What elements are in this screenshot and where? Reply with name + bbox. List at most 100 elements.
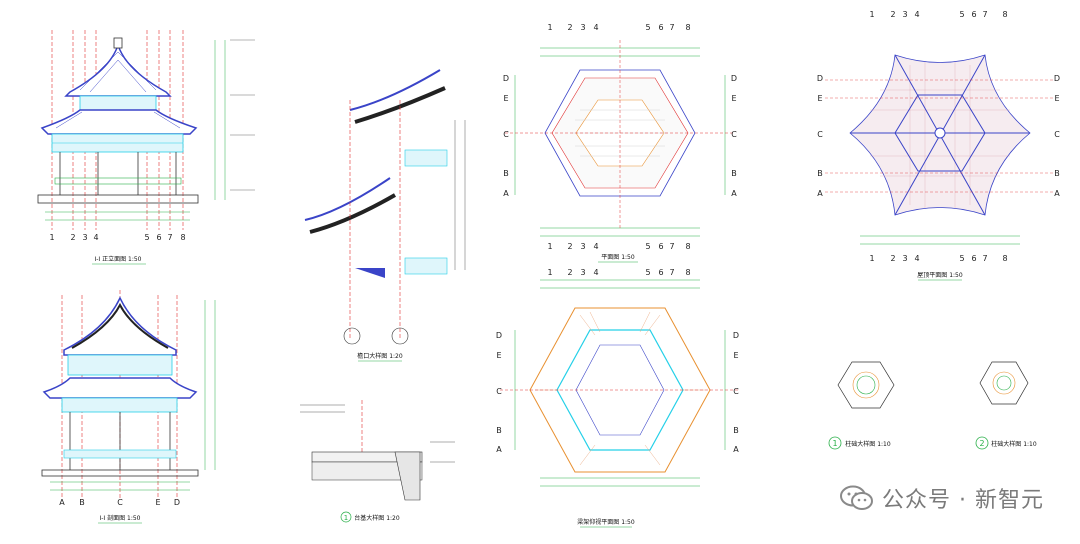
grid-label: 2	[890, 10, 895, 19]
grid-label: 8	[180, 233, 185, 242]
grid-label: D	[496, 331, 502, 340]
section-drawing: A B C E D Ⅰ-Ⅰ 剖面图 1:50	[41, 290, 216, 524]
front-elevation-drawing: 1 2 3 4 5 6 7 8 Ⅰ-Ⅰ 正立面图 1:50	[37, 30, 255, 265]
detail-number-circle	[340, 511, 352, 523]
base-detail-drawing: 1 台基大样图 1:20	[300, 400, 455, 523]
detail-number-circle	[828, 436, 842, 450]
grid-label: B	[733, 426, 739, 435]
grid-label: D	[1054, 74, 1060, 83]
grid-label: C	[117, 498, 123, 507]
grid-label: 8	[685, 268, 690, 277]
section-title: Ⅰ-Ⅰ 剖面图 1:50	[100, 514, 141, 522]
grid-label: 6	[658, 23, 663, 32]
section-col-labels: A B C E D	[59, 498, 180, 507]
grid-label: E	[817, 94, 822, 103]
plan-title: 平面图 1:50	[601, 254, 635, 261]
grid-label: 7	[669, 23, 674, 32]
grid-label: 3	[82, 233, 87, 242]
grid-label: 1	[547, 242, 552, 251]
grid-label: E	[155, 498, 160, 507]
grid-label: A	[817, 189, 823, 198]
grid-label: 5	[144, 233, 149, 242]
grid-label: A	[731, 189, 737, 198]
plan-row-labels-right: D E C B A	[731, 74, 737, 198]
grid-label: A	[1054, 189, 1060, 198]
grid-label: 6	[971, 10, 976, 19]
beam-plan-row-labels-left: D E C B A	[496, 331, 502, 454]
grid-label: E	[731, 94, 736, 103]
grid-label: 4	[593, 23, 598, 32]
grid-label: 3	[580, 268, 585, 277]
grid-label: 4	[593, 242, 598, 251]
grid-label: 4	[93, 233, 98, 242]
wechat-icon	[840, 485, 874, 510]
eave-detail-drawing: 檐口大样图 1:20	[304, 69, 466, 362]
eave-detail-title: 檐口大样图 1:20	[357, 352, 403, 360]
plan-drawing: 1 2 3 4 5 6 7 8 D E C B A D E C B A 1 2 …	[503, 23, 737, 263]
grid-label: 5	[645, 23, 650, 32]
grid-label: 7	[982, 10, 987, 19]
grid-label: A	[59, 498, 65, 507]
grid-label: 2	[890, 254, 895, 263]
grid-label: 7	[167, 233, 172, 242]
grid-label: 7	[669, 242, 674, 251]
grid-label: C	[496, 387, 502, 396]
roof-plan-title: 屋顶平面图 1:50	[917, 272, 963, 279]
detail-number-circle	[975, 436, 989, 450]
grid-label: 6	[156, 233, 161, 242]
plan-bottom-labels: 1 2 3 4 5 6 7 8	[547, 242, 690, 251]
grid-label: 2	[70, 233, 75, 242]
grid-label: 7	[982, 254, 987, 263]
beam-plan-title: 梁架仰视平面图 1:50	[577, 518, 635, 526]
grid-label: 3	[902, 10, 907, 19]
grid-label: B	[79, 498, 85, 507]
grid-label: D	[731, 74, 737, 83]
watermark-text: 公众号 · 新智元	[882, 488, 1044, 513]
grid-label: C	[731, 130, 737, 139]
grid-label: 8	[685, 242, 690, 251]
grid-label: D	[503, 74, 509, 83]
roof-plan-row-labels-left: D E C B A	[817, 74, 823, 198]
grid-label: C	[817, 130, 823, 139]
grid-label: 3	[902, 254, 907, 263]
column-base-2-num: 2	[979, 439, 984, 448]
grid-label: A	[733, 445, 739, 454]
grid-label: D	[817, 74, 823, 83]
grid-label: 5	[959, 254, 964, 263]
grid-label: E	[733, 351, 738, 360]
grid-label: 1	[547, 268, 552, 277]
base-detail-num: 1	[344, 514, 348, 522]
grid-label: 4	[914, 10, 919, 19]
grid-label: 5	[959, 10, 964, 19]
grid-label: 6	[971, 254, 976, 263]
plan-row-labels-left: D E C B A	[503, 74, 509, 198]
grid-label: 2	[567, 242, 572, 251]
grid-label: B	[731, 169, 737, 178]
beam-plan-row-labels-right: D E C B A	[733, 331, 739, 454]
grid-label: B	[503, 169, 509, 178]
grid-label: 6	[658, 242, 663, 251]
grid-label: 8	[1002, 10, 1007, 19]
grid-label: B	[817, 169, 823, 178]
grid-label: B	[496, 426, 502, 435]
beam-plan-drawing: 1 2 3 4 5 6 7 8 D E C B A D E C B A 梁架仰视…	[496, 268, 740, 528]
grid-label: 8	[1002, 254, 1007, 263]
grid-label: A	[503, 189, 509, 198]
grid-label: 1	[49, 233, 54, 242]
grid-label: 1	[869, 10, 874, 19]
column-base-1-num: 1	[832, 439, 837, 448]
roof-plan-top-labels: 1 2 3 4 5 6 7 8	[869, 10, 1007, 19]
grid-label: 5	[645, 242, 650, 251]
grid-label: B	[1054, 169, 1060, 178]
grid-label: D	[174, 498, 180, 507]
grid-label: E	[1054, 94, 1059, 103]
grid-label: C	[503, 130, 509, 139]
watermark: 公众号 · 新智元	[840, 482, 1044, 514]
base-detail-title: 台基大样图 1:20	[354, 514, 400, 522]
grid-label: 2	[567, 23, 572, 32]
plan-top-labels: 1 2 3 4 5 6 7 8	[547, 23, 690, 32]
grid-label: D	[733, 331, 739, 340]
column-base-detail-1: 1 柱础大样图 1:10	[828, 361, 895, 450]
grid-label: 5	[645, 268, 650, 277]
